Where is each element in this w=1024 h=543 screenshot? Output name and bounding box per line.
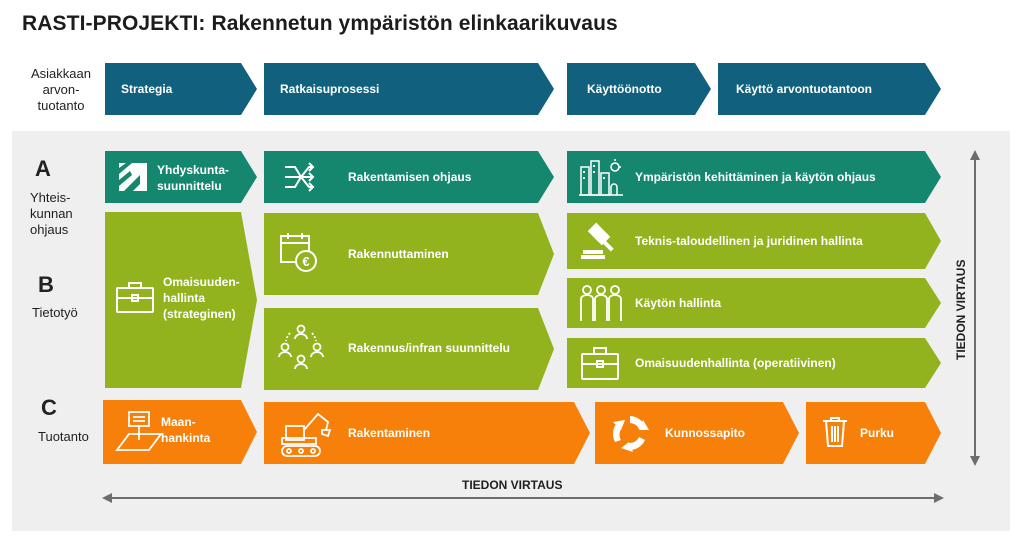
box-label-line2: hankinta	[161, 431, 211, 445]
vertical-flow-arrow	[970, 150, 980, 466]
phase-strategia: Strategia	[105, 63, 257, 115]
land-plot-icon	[115, 410, 163, 454]
box-kayton-hallinta: Käytön hallinta	[567, 278, 941, 328]
svg-text:€: €	[302, 254, 309, 269]
phase-label: Käyttöönotto	[587, 82, 662, 96]
box-label: Purku	[860, 426, 895, 440]
box-kunnossapito: Kunnossapito	[595, 402, 799, 464]
box-label: Omaisuudenhallinta (operatiivinen)	[635, 356, 836, 370]
people-icon	[579, 283, 623, 323]
box-label-line3: (strateginen)	[163, 307, 236, 321]
box-label-line1: Omaisuuden-	[163, 275, 240, 289]
box-yhdyskuntasuunnittelu: Yhdyskunta- suunnittelu	[105, 151, 257, 203]
phase-kaytto: Käyttö arvontuotantoon	[718, 63, 941, 115]
box-label-line2: suunnittelu	[157, 179, 222, 193]
box-label: Teknis-taloudellinen ja juridinen hallin…	[635, 234, 863, 248]
box-label: Rakentamisen ohjaus	[348, 170, 472, 184]
box-label-line1: Yhdyskunta-	[157, 163, 230, 177]
box-omaisuudenhallinta-strateginen: Omaisuuden- hallinta (strateginen)	[105, 212, 257, 388]
horizontal-flow-arrow	[102, 493, 944, 503]
box-label: Yhdyskunta- suunnittelu	[157, 162, 229, 194]
box-omaisuudenhallinta-operatiivinen: Omaisuudenhallinta (operatiivinen)	[567, 338, 941, 388]
page-title: RASTI-PROJEKTI: Rakennetun ympäristön el…	[22, 12, 618, 35]
box-label: Maan- hankinta	[161, 414, 210, 446]
city-icon	[579, 157, 623, 197]
excavator-icon	[280, 408, 334, 458]
row-b-letter: B	[38, 272, 54, 297]
map-icon	[118, 162, 148, 192]
recycle-icon	[609, 412, 651, 454]
row-a-label-line3: ohjaus	[30, 222, 69, 237]
box-label: Ympäristön kehittäminen ja käytön ohjaus	[635, 170, 876, 184]
phase-label: Strategia	[121, 82, 173, 96]
trash-icon	[822, 416, 848, 448]
row-label-value-line1: Asiakkaan	[31, 66, 91, 81]
phase-label: Ratkaisuprosessi	[280, 82, 380, 96]
row-a-label: Yhteis- kunnan ohjaus	[30, 190, 73, 238]
phase-kayttoonotto: Käyttöönotto	[567, 63, 711, 115]
box-ymparisto: Ympäristön kehittäminen ja käytön ohjaus	[567, 151, 941, 203]
vertical-flow-label: TIEDON VIRTAUS	[954, 259, 968, 360]
row-a-label-line1: Yhteis-	[30, 190, 71, 205]
row-label-value: Asiakkaan arvon- tuotanto	[31, 66, 91, 114]
box-rakentaminen: Rakentaminen	[264, 402, 590, 464]
row-label-value-line2: arvon-	[42, 82, 80, 97]
row-a-letter: A	[35, 156, 51, 181]
box-label: Rakennus/infran suunnittelu	[348, 341, 511, 355]
box-label: Omaisuuden- hallinta (strateginen)	[163, 274, 240, 322]
box-label: Rakentaminen	[348, 426, 431, 440]
box-suunnittelu: Rakennus/infran suunnittelu	[264, 308, 554, 390]
flow-arrows-icon	[281, 159, 317, 195]
box-label: Rakennuttaminen	[348, 247, 449, 261]
briefcase-icon	[115, 280, 155, 314]
gavel-icon	[581, 222, 621, 260]
box-teknis-taloudellinen: Teknis-taloudellinen ja juridinen hallin…	[567, 213, 941, 269]
box-label: Kunnossapito	[665, 426, 745, 440]
team-network-icon	[278, 323, 324, 371]
box-maanhankinta: Maan- hankinta	[103, 400, 257, 464]
horizontal-flow-label: TIEDON VIRTAUS	[462, 478, 563, 492]
briefcase-icon	[580, 345, 620, 381]
box-rakentamisen-ohjaus: Rakentamisen ohjaus	[264, 151, 554, 203]
row-c-letter: C	[41, 395, 57, 420]
box-label: Käytön hallinta	[635, 296, 722, 310]
phase-label: Käyttö arvontuotantoon	[736, 82, 872, 96]
phase-ratkaisuprosessi: Ratkaisuprosessi	[264, 63, 554, 115]
row-label-value-line3: tuotanto	[37, 98, 85, 113]
row-c-label: Tuotanto	[38, 429, 89, 444]
box-purku: Purku	[806, 402, 941, 464]
box-label-line1: Maan-	[161, 415, 196, 429]
box-label-line2: hallinta	[163, 291, 206, 305]
row-b-label: Tietotyö	[32, 305, 78, 320]
box-rakennuttaminen: € Rakennuttaminen	[264, 213, 554, 295]
calendar-euro-icon: €	[279, 231, 319, 273]
row-a-label-line2: kunnan	[30, 206, 73, 221]
